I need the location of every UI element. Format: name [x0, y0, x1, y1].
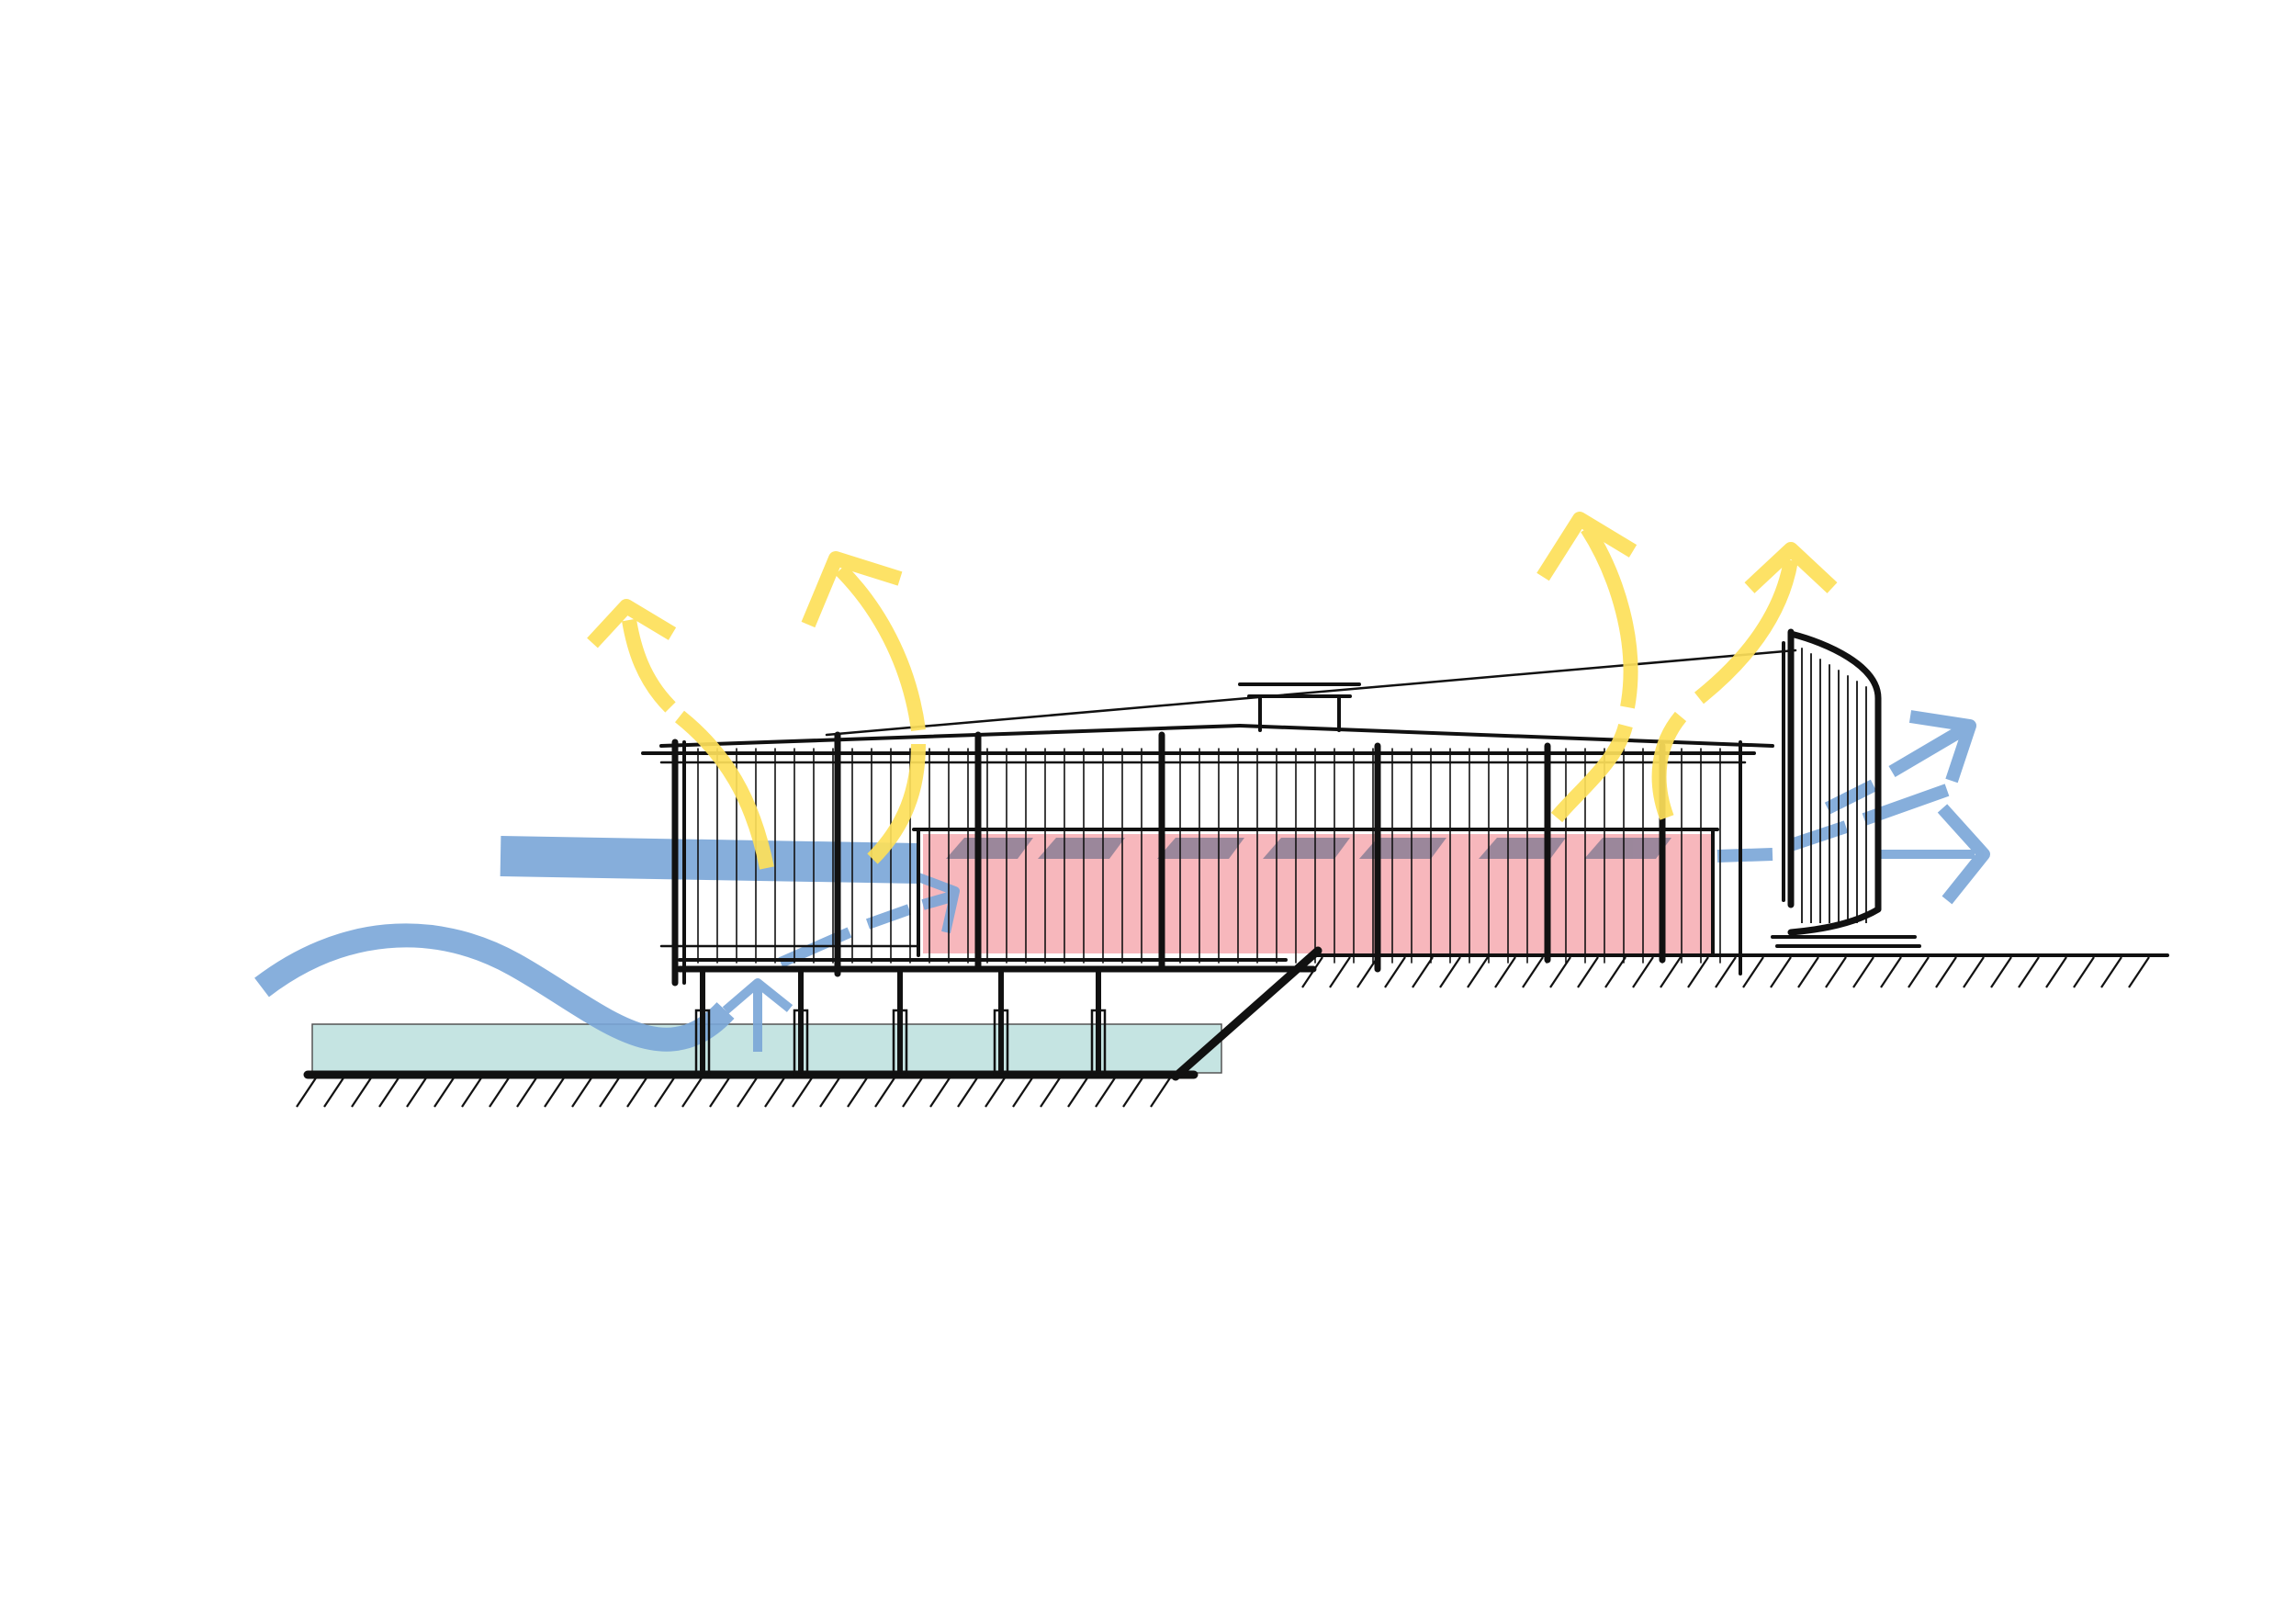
hatch-mark [985, 1076, 1007, 1108]
piloti-footing [1090, 1009, 1107, 1077]
hatch-mark [461, 1076, 483, 1108]
hatch-mark [1467, 956, 1489, 988]
hatch-mark [847, 1076, 869, 1108]
hatch-mark [709, 1076, 731, 1108]
hatch-mark [1040, 1076, 1062, 1108]
roof-lantern [1238, 682, 1361, 732]
piloti-footing [892, 1009, 908, 1077]
hatch-mark [1604, 956, 1626, 988]
hatch-mark [1632, 956, 1654, 988]
hatch-mark [792, 1076, 814, 1108]
hatch-mark [489, 1076, 511, 1108]
pilotis-columns [694, 966, 1107, 1077]
hatch-mark [819, 1076, 841, 1108]
hatch-mark [902, 1076, 924, 1108]
hatch-mark [957, 1076, 979, 1108]
hatch-mark [1301, 956, 1323, 988]
hatch-mark [323, 1076, 345, 1108]
hatch-mark [1660, 956, 1682, 988]
hatch-mark [378, 1076, 400, 1108]
hatch-mark [1825, 956, 1847, 988]
building-linework [296, 628, 2169, 1108]
hatch-mark [2018, 956, 2040, 988]
ground-hatching [296, 956, 2150, 1108]
hatch-mark [1577, 956, 1599, 988]
hatch-mark [1963, 956, 1985, 988]
warm-air-exhaust-arrows [587, 512, 1838, 870]
hatch-mark [1852, 956, 1874, 988]
hatch-mark [929, 1076, 951, 1108]
hatch-mark [681, 1076, 703, 1108]
piloti-footing [993, 1009, 1009, 1077]
hatch-mark [874, 1076, 896, 1108]
hatch-mark [1329, 956, 1351, 988]
hatch-mark [296, 1076, 318, 1108]
hatch-mark [516, 1076, 538, 1108]
hatch-mark [2128, 956, 2150, 988]
hatch-mark [1770, 956, 1792, 988]
hatch-mark [1439, 956, 1461, 988]
skylight-panel [1479, 838, 1566, 859]
hatch-mark [1687, 956, 1709, 988]
skylight-panel [1359, 838, 1446, 859]
hatch-mark [1990, 956, 2012, 988]
hatch-mark [1012, 1076, 1034, 1108]
hatch-mark [1150, 1076, 1172, 1108]
hatch-mark [1095, 1076, 1117, 1108]
hatch-mark [544, 1076, 566, 1108]
hatch-mark [626, 1076, 648, 1108]
hatch-mark [1412, 956, 1434, 988]
hatch-mark [654, 1076, 676, 1108]
hatch-mark [1908, 956, 1930, 988]
hatch-mark [1494, 956, 1516, 988]
hatch-mark [1715, 956, 1737, 988]
skylight-panel [1157, 838, 1244, 859]
hatch-mark [1797, 956, 1819, 988]
wind-shield-curved-screen [1771, 628, 1921, 948]
skylight-panel [1584, 838, 1671, 859]
hatch-mark [351, 1076, 373, 1108]
hatch-mark [433, 1076, 456, 1108]
piloti-footing [793, 1009, 809, 1077]
hatch-mark [1522, 956, 1544, 988]
hatch-mark [1935, 956, 1957, 988]
hatch-mark [571, 1076, 593, 1108]
hatch-mark [1122, 1076, 1144, 1108]
hatch-mark [764, 1076, 786, 1108]
hatch-mark [737, 1076, 759, 1108]
hatch-mark [1549, 956, 1571, 988]
hatch-mark [599, 1076, 621, 1108]
piloti-footing [694, 1009, 711, 1077]
hatch-mark [1384, 956, 1406, 988]
hatch-mark [1067, 1076, 1089, 1108]
hatch-mark [1356, 956, 1379, 988]
hatch-mark [2045, 956, 2067, 988]
hatch-mark [1742, 956, 1764, 988]
cool-air-flow [254, 710, 1990, 1052]
glazed-facade-mullions [697, 748, 1721, 964]
hatch-mark [2100, 956, 2122, 988]
hatch-mark [1880, 956, 1902, 988]
skylight-panel [1263, 838, 1350, 859]
hatch-mark [2073, 956, 2095, 988]
water-pool [311, 1023, 1222, 1074]
hatch-mark [406, 1076, 428, 1108]
